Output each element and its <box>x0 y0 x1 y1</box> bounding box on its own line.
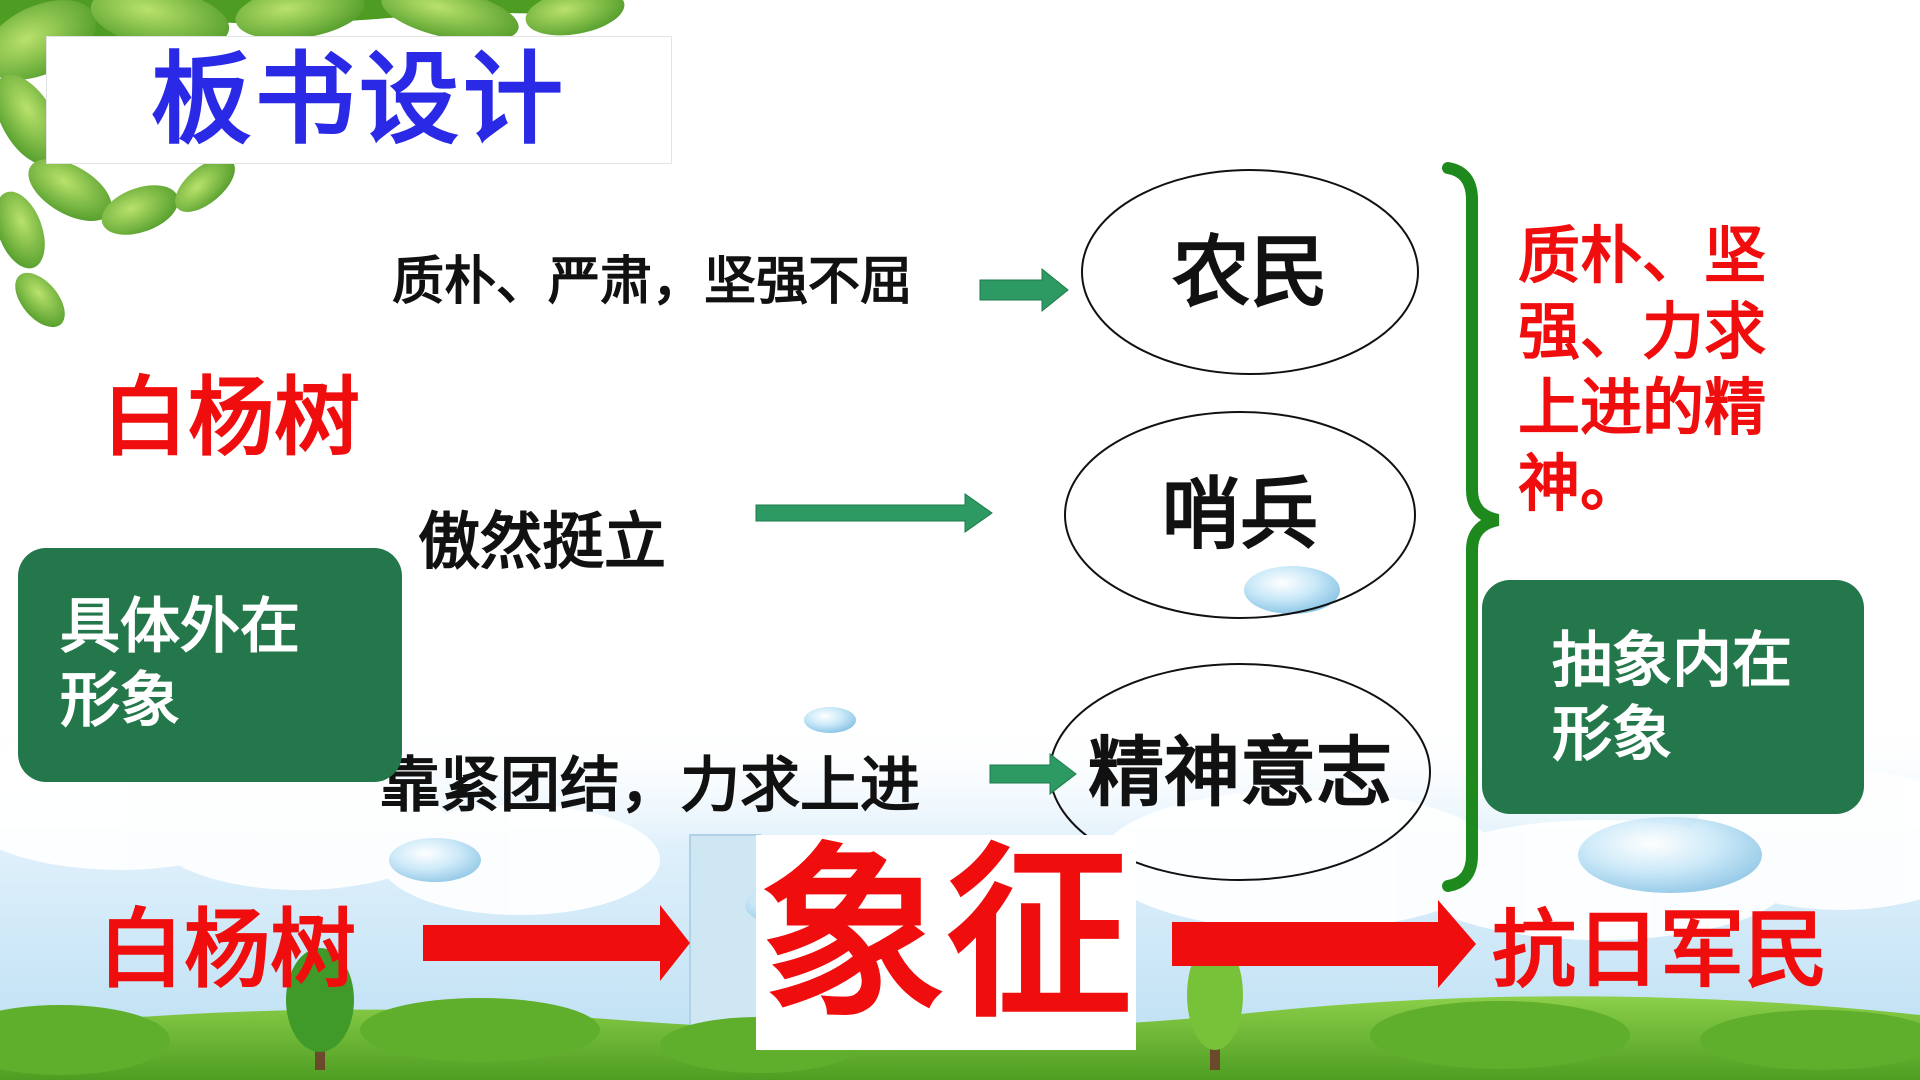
arrow-farmer <box>979 267 1069 313</box>
page-title: 板书设计 <box>151 41 567 158</box>
abstract-image-box: 抽象内在 形象 <box>1482 580 1864 814</box>
oval-label-sentry: 哨兵 <box>1161 470 1318 560</box>
arrow-to-symbol <box>423 905 690 981</box>
symbol-box <box>756 835 1136 1050</box>
spirit-summary-line4: 神。 <box>1518 447 1643 520</box>
left-label-poplar: 白杨树 <box>102 368 360 468</box>
spirit-summary-line1: 质朴、坚 <box>1518 219 1767 292</box>
abstract-box-line1: 抽象内在 <box>1552 626 1792 696</box>
grouping-brace <box>1442 162 1500 892</box>
arrow-to-object <box>1172 900 1476 988</box>
spirit-summary-line3: 上进的精 <box>1518 371 1767 444</box>
spirit-summary: 质朴、坚 强、力求 上进的精 神。 <box>1518 218 1766 522</box>
title-box <box>46 36 672 164</box>
symbol-subject: 白杨树 <box>98 900 356 1000</box>
tree-left <box>286 948 354 1070</box>
symbol-object: 抗日军民 <box>1492 901 1829 999</box>
concrete-box-line1: 具体外在 <box>60 592 300 662</box>
feature-text-farmer: 质朴、严肃，坚强不屈 <box>392 252 913 312</box>
oval-sentry <box>1064 411 1416 619</box>
tree-right <box>1187 940 1243 1070</box>
feature-arrows <box>755 267 1077 796</box>
feature-text-sentry: 傲然挺立 <box>418 505 667 578</box>
leaves-decoration <box>0 0 625 328</box>
oval-label-spirit: 精神意志 <box>1088 728 1392 817</box>
symbol-relation: 象征 <box>759 826 1132 1043</box>
concrete-image-box: 具体外在 形象 <box>18 548 402 782</box>
oval-label-farmer: 农民 <box>1171 228 1328 318</box>
arrow-sentry <box>755 493 993 533</box>
feature-text-spirit: 靠紧团结，力求上进 <box>380 751 920 821</box>
oval-farmer <box>1081 169 1419 375</box>
arrow-spirit <box>989 752 1077 796</box>
symbol-arrows <box>423 900 1476 988</box>
concrete-box-line2: 形象 <box>60 666 180 736</box>
abstract-box-line2: 形象 <box>1552 700 1672 770</box>
spirit-summary-line2: 强、力求 <box>1518 295 1767 368</box>
